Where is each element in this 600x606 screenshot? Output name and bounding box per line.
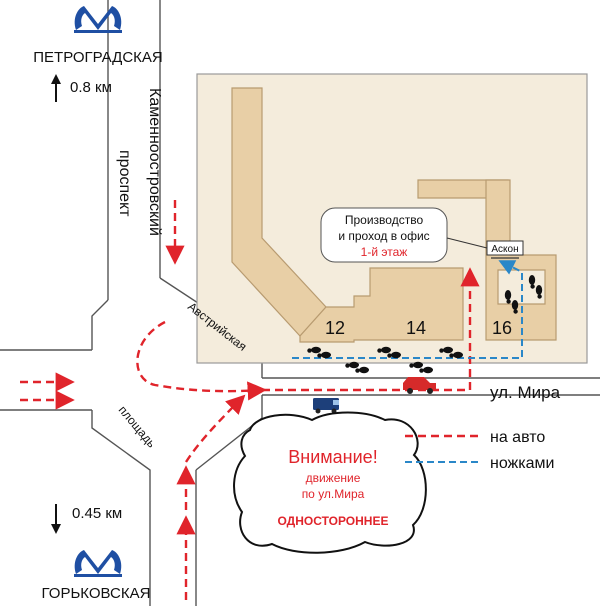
callout-bubble — [320, 207, 448, 263]
metro-logo-icon — [74, 550, 122, 577]
callout-pointer — [446, 237, 488, 249]
metro-distance-south: 0.45 км — [72, 505, 122, 522]
metro-distance-north: 0.8 км — [70, 79, 112, 96]
building-number-12: 12 — [325, 318, 345, 338]
arrow-up-icon — [51, 74, 61, 102]
car-icon — [403, 377, 436, 394]
legend-walk-label: ножками — [490, 455, 554, 472]
legend-car-label: на авто — [490, 429, 545, 446]
metro-station-north: ПЕТРОГРАДСКАЯ — [33, 49, 163, 66]
warning-line3: ОДНОСТОРОННЕЕ — [278, 514, 389, 528]
callout-line2: и проход в офис — [338, 229, 429, 243]
callout-floor: 1-й этаж — [361, 245, 408, 259]
metro-station-south: ГОРЬКОВСКАЯ — [42, 585, 151, 602]
warning-title: Внимание! — [288, 447, 377, 467]
building-number-16: 16 — [492, 318, 512, 338]
walking-route — [292, 260, 523, 359]
warning-line1: движение — [306, 471, 361, 485]
callout-line1: Производство — [345, 213, 424, 227]
warning-cloud — [233, 411, 427, 554]
building-number-14: 14 — [406, 318, 426, 338]
arrow-down-icon — [51, 504, 61, 534]
metro-logo-icon — [74, 6, 122, 33]
street-label-prospekt: проспект — [116, 150, 133, 217]
company-name: Аскон — [491, 244, 518, 255]
street-label-kamennoostrovsky: Каменноостровский — [146, 88, 163, 236]
warning-line2: по ул.Мира — [302, 487, 365, 501]
building-14 — [299, 267, 464, 343]
car-route — [20, 200, 480, 600]
street-label-mira: ул. Мира — [490, 383, 561, 402]
van-icon — [313, 398, 339, 414]
street-label-square: площадь — [116, 403, 159, 450]
